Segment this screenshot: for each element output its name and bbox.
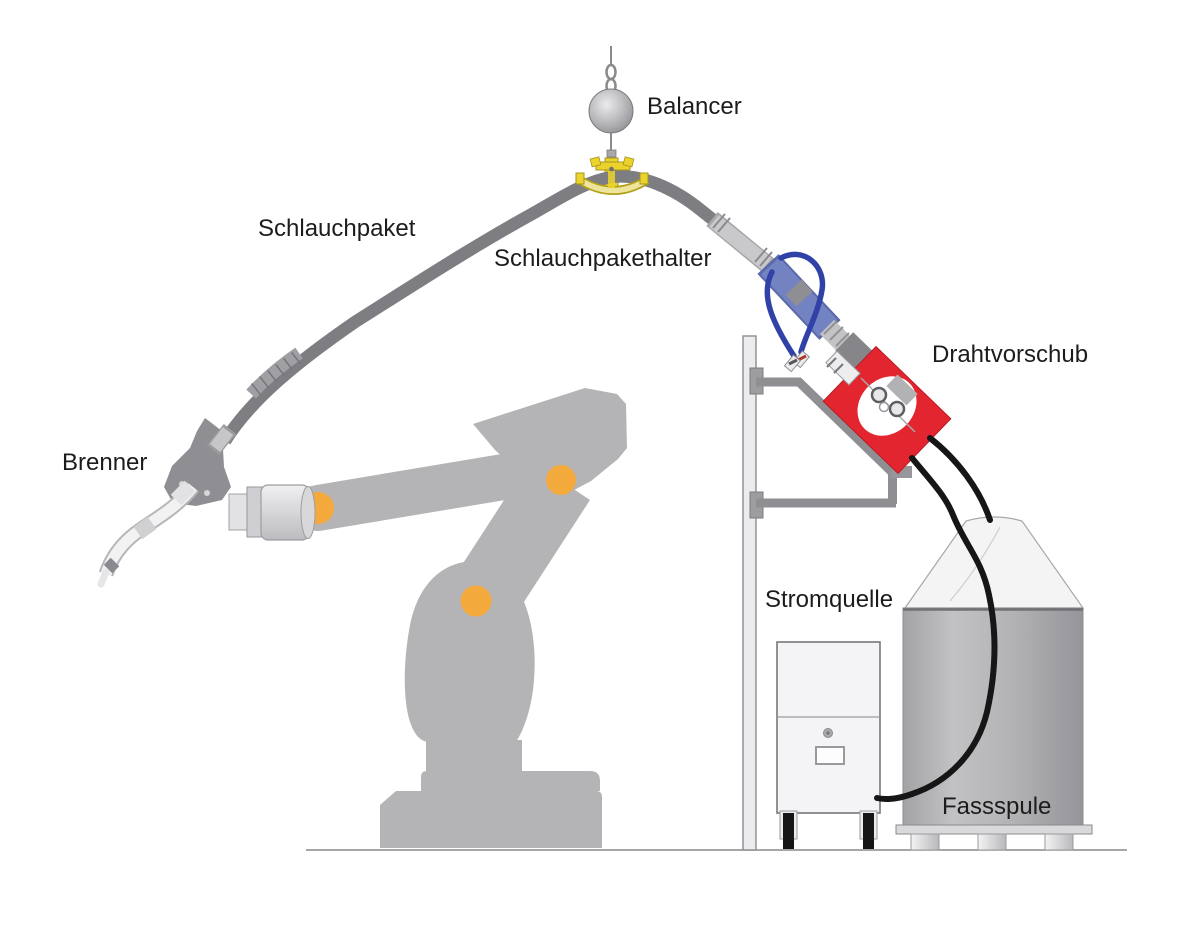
spool-cone-hood (903, 516, 1085, 609)
control-cable-blue (764, 251, 826, 359)
robot-wrist-housing (473, 388, 627, 497)
feed-roller (888, 400, 906, 418)
robot-base-plate (421, 771, 600, 791)
label-schlauchpaket: Schlauchpaket (258, 215, 416, 242)
robot-upper-arm (449, 460, 590, 625)
label-brenner: Brenner (62, 449, 148, 476)
power-display (815, 746, 845, 765)
torch-coupling (228, 484, 316, 541)
robot-joint-elbow (546, 465, 576, 495)
hose-package (206, 170, 721, 456)
wire-conduit-cable (927, 435, 993, 523)
robot-arm (295, 388, 627, 848)
robot-joint-shoulder (460, 585, 492, 617)
robot-pedestal (426, 740, 522, 773)
label-drahtvorschub: Drahtvorschub (932, 341, 1089, 368)
balancer-assembly (588, 46, 634, 168)
label-stromquelle: Stromquelle (765, 586, 894, 613)
label-schlauchpakethalter: Schlauchpakethalter (494, 245, 712, 272)
feed-roller (870, 386, 888, 404)
chain-link (605, 63, 617, 81)
label-balancer: Balancer (647, 93, 742, 120)
wire-feeder (822, 345, 952, 475)
power-source-cable (874, 455, 998, 802)
cable-plugs (783, 350, 811, 373)
hose-connector (706, 212, 775, 273)
robot-base (380, 791, 602, 848)
spool-base-plate (895, 824, 1093, 835)
label-fassspule: Fassspule (942, 793, 1052, 820)
hose-holder (575, 156, 650, 195)
balancer-ball (588, 88, 634, 134)
power-cables (874, 435, 998, 802)
robot-forearm (295, 447, 568, 531)
welding-torch (97, 480, 199, 588)
mounting-post (742, 335, 912, 851)
power-source (776, 641, 881, 849)
barrel-spool (895, 516, 1093, 851)
